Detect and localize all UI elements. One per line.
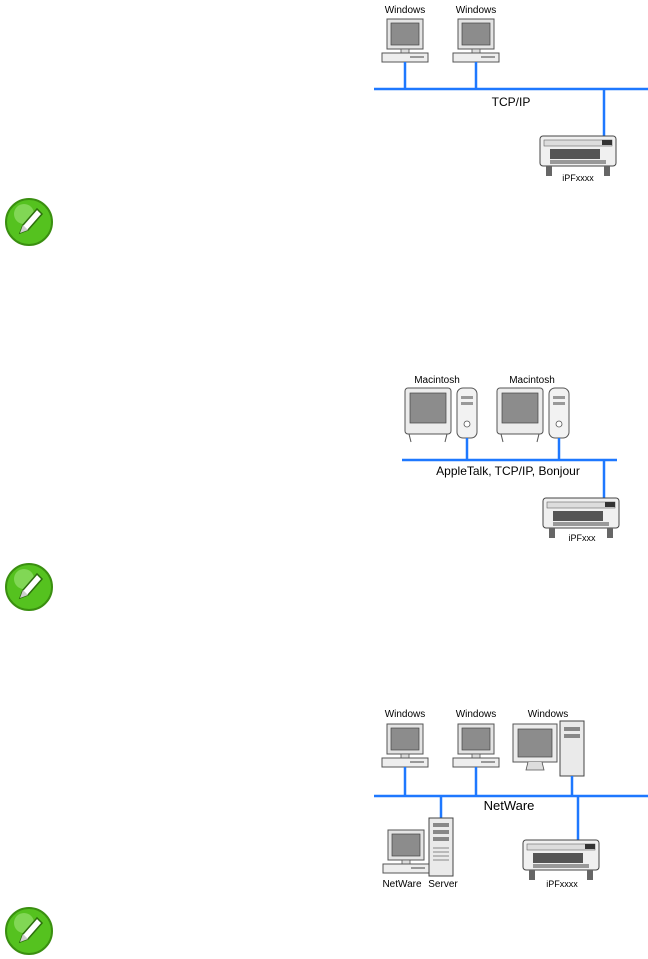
pc-label: Windows [385,709,426,720]
large-format-printer-icon [522,839,600,881]
tower-server-icon [428,817,454,877]
windows-pc-icon [381,723,429,768]
windows-pc-icon [452,723,500,768]
windows-tower-pc-icon [512,720,585,777]
windows-pc-icon [382,829,430,874]
pc-label: Windows [456,709,497,720]
diagram-windows-tcpip: Windows Windows TCP/IP iPFxxxx [374,5,648,183]
printer-label: iPFxxx [569,533,597,543]
windows-pc-icon [452,18,500,63]
diagram-netware: Windows Windows Windows NetWare NetWare … [374,709,648,890]
printer-label: iPFxxxx [562,173,594,183]
large-format-printer-icon [539,135,617,177]
note-pencil-icon [5,198,53,246]
macintosh-pc-icon [404,387,478,443]
note-pencil-icon [5,563,53,611]
note-pencil-icon [5,907,53,955]
network-label: NetWare [484,798,535,813]
pc-label: Windows [456,5,497,16]
macintosh-pc-icon [496,387,570,443]
pc-label: Macintosh [509,375,555,386]
diagram-macintosh: Macintosh Macintosh AppleTalk, TCP/IP, B… [402,375,620,543]
pc-label: Windows [385,5,426,16]
network-label: AppleTalk, TCP/IP, Bonjour [436,464,580,478]
server-label: Server [428,879,458,890]
large-format-printer-icon [542,497,620,539]
network-label: TCP/IP [492,95,531,109]
printer-label: iPFxxxx [546,879,578,889]
windows-pc-icon [381,18,429,63]
pc-label: Macintosh [414,375,460,386]
pc-label: Windows [528,709,569,720]
server-label: NetWare [382,879,422,890]
